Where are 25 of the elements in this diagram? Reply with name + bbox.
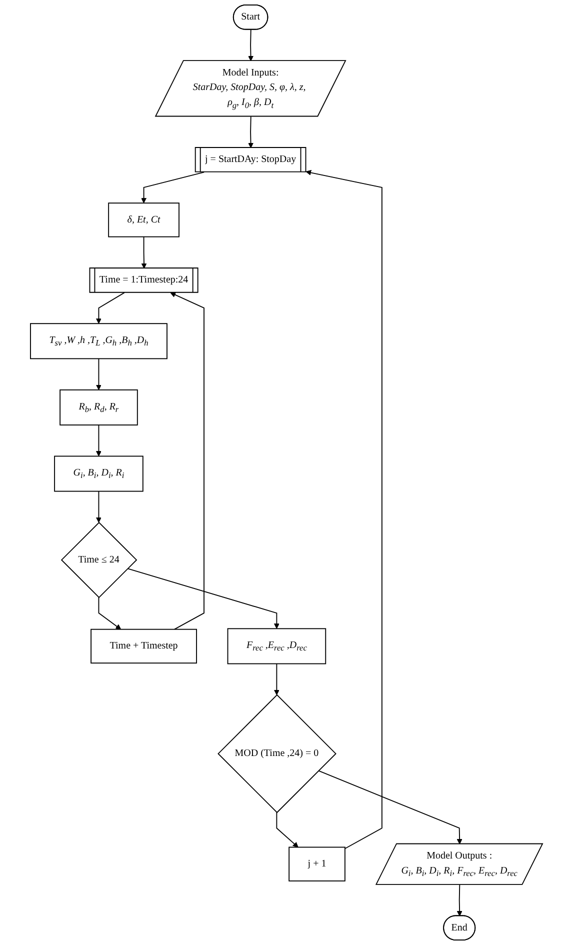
- node-diamond: Time ≤ 24: [60, 522, 138, 598]
- node-diamond: MOD (Time ,24) = 0: [218, 694, 336, 814]
- arrow: [248, 29, 254, 62]
- arrow: [306, 170, 382, 850]
- arrow: [127, 568, 280, 629]
- arrow: [170, 292, 204, 630]
- arrow: [96, 292, 125, 324]
- node-box: T$_{sv}$ ,W ,h ,T$_{L}$ ,G$_{h}$ ,B$_{h}$ ,D$_{h}$: [30, 323, 168, 360]
- arrow: [276, 812, 298, 848]
- arrow: [96, 424, 102, 456]
- arrow: [318, 770, 462, 844]
- node-box: F$_{rec}$ ,E$_{rec}$ ,D$_{rec}$: [227, 628, 326, 664]
- arrow: [274, 663, 280, 696]
- arrow: [98, 596, 122, 630]
- arrow: [96, 490, 102, 523]
- node-box: Time + Timestep: [90, 628, 197, 664]
- arrow: [248, 116, 254, 148]
- node-box: δ, Et, Ct: [108, 202, 180, 238]
- node-box: R$_{b}$, R$_{d}$, R$_{r}$: [60, 389, 138, 426]
- arrow: [141, 236, 147, 269]
- arrow: [96, 358, 102, 390]
- node-box: G$_{i}$, B$_{i}$, D$_{i}$, R$_{i}$: [54, 456, 144, 492]
- arrow: [456, 884, 462, 916]
- node-box: j + 1: [288, 846, 346, 882]
- arrow: [141, 172, 205, 204]
